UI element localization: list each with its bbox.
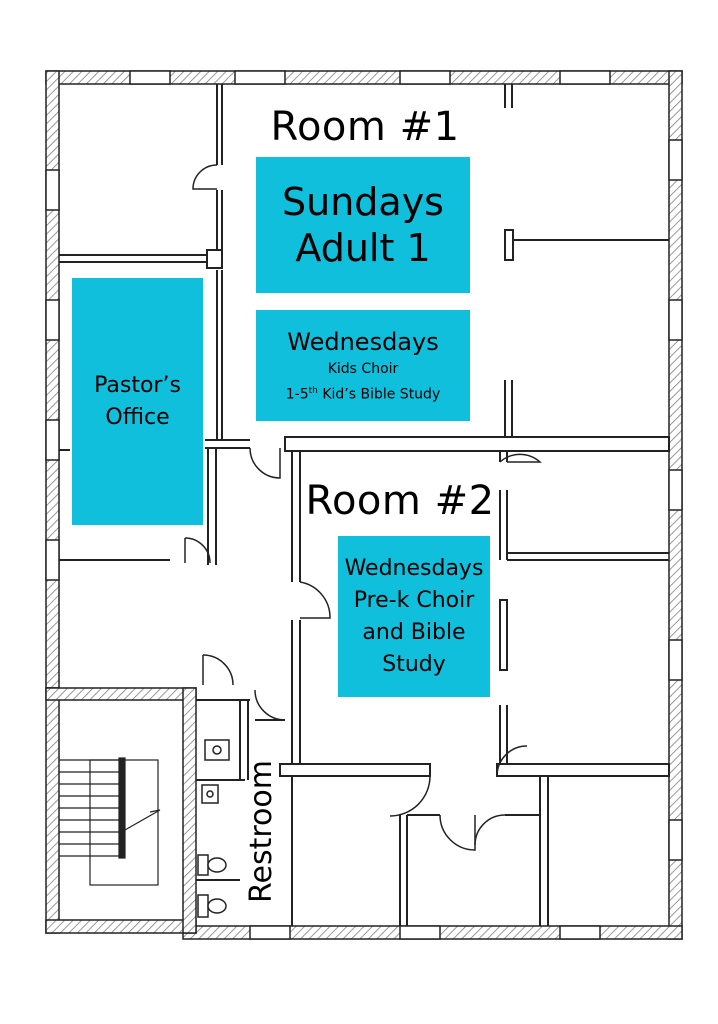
room-1-sundays-box: Sundays Adult 1 (256, 157, 470, 293)
pastors-office-box: Pastor’s Office (72, 278, 203, 525)
room-2-title: Room #2 (305, 478, 495, 524)
outer-walls (45, 70, 683, 940)
office-label: Office (105, 404, 170, 430)
door-swings (184, 164, 542, 851)
wednesdays-label: Wednesdays (287, 327, 439, 356)
interior-walls (59, 84, 670, 926)
and-bible-label: and Bible (362, 619, 466, 645)
room-1-title: Room #1 (270, 104, 460, 150)
kids-bible-study-label: 1-5th Kid’s Bible Study (285, 385, 441, 403)
study-label: Study (382, 651, 446, 677)
room-2-wednesdays-label: Wednesdays (344, 555, 484, 581)
pastors-label: Pastor’s (94, 372, 181, 398)
kids-choir-label: Kids Choir (327, 360, 399, 377)
sundays-label: Sundays (282, 180, 444, 224)
restroom-label: Restroom (244, 760, 279, 903)
adult-1-label: Adult 1 (295, 226, 431, 270)
stairs (59, 757, 161, 886)
restroom-fixtures (197, 739, 230, 918)
room-1-wednesdays-box: Wednesdays Kids Choir 1-5th Kid’s Bible … (256, 310, 470, 421)
room-2-wednesdays-box: Wednesdays Pre-k Choir and Bible Study (338, 536, 490, 697)
pre-k-choir-label: Pre-k Choir (353, 587, 475, 613)
